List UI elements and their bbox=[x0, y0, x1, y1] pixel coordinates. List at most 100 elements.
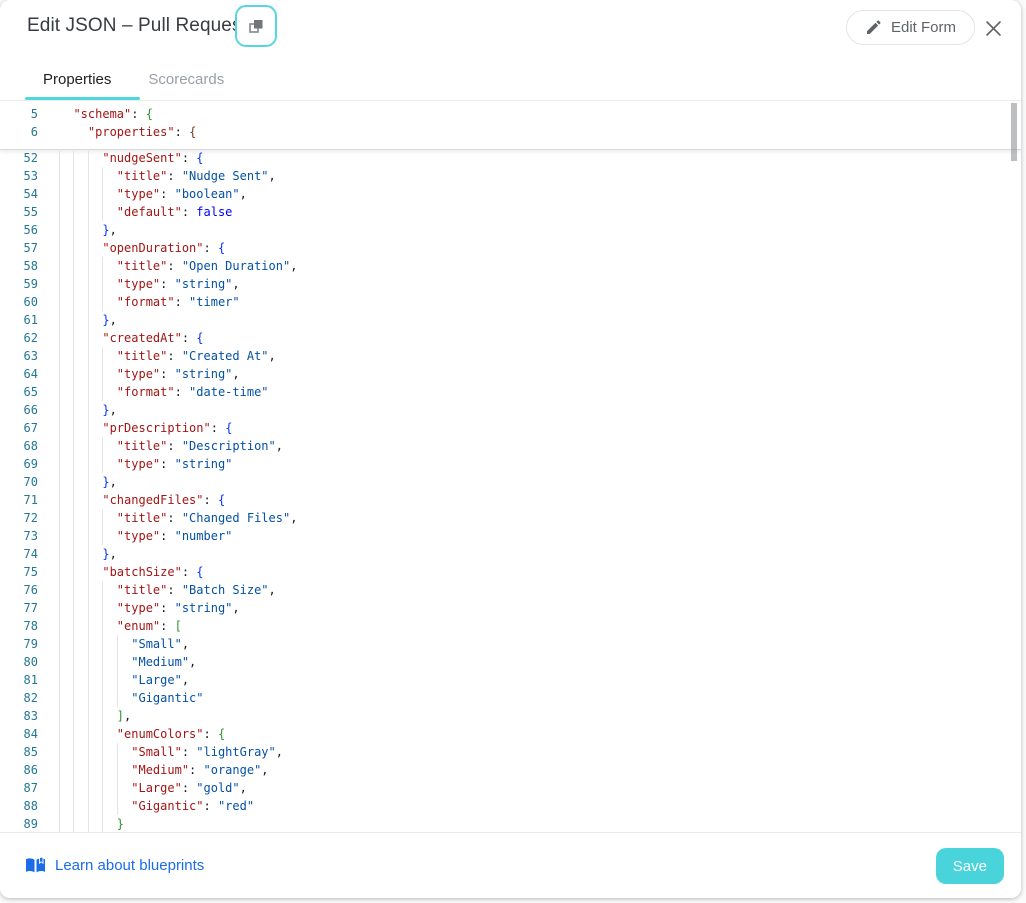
code-line[interactable]: 85 "Small": "lightGray", bbox=[0, 743, 1021, 761]
line-number[interactable]: 80 bbox=[23, 655, 38, 669]
code-text: "openDuration": { bbox=[59, 239, 225, 257]
line-number[interactable]: 72 bbox=[23, 511, 38, 525]
indent-guide bbox=[73, 329, 75, 347]
line-number[interactable]: 83 bbox=[23, 709, 38, 723]
indent-guide bbox=[59, 383, 60, 401]
line-number[interactable]: 75 bbox=[23, 565, 38, 579]
line-number[interactable]: 52 bbox=[23, 151, 38, 165]
code-line[interactable]: 82 "Gigantic" bbox=[0, 689, 1021, 707]
line-number[interactable]: 74 bbox=[23, 547, 38, 561]
line-number[interactable]: 63 bbox=[23, 349, 38, 363]
code-line[interactable]: 55 "default": false bbox=[0, 203, 1021, 221]
line-number[interactable]: 66 bbox=[23, 403, 38, 417]
code-line[interactable]: 75 "batchSize": { bbox=[0, 563, 1021, 581]
code-line[interactable]: 88 "Gigantic": "red" bbox=[0, 797, 1021, 815]
line-number[interactable]: 73 bbox=[23, 529, 38, 543]
indent-guide bbox=[87, 491, 89, 509]
code-line[interactable]: 62 "createdAt": { bbox=[0, 329, 1021, 347]
code-line[interactable]: 60 "format": "timer" bbox=[0, 293, 1021, 311]
code-line[interactable]: 59 "type": "string", bbox=[0, 275, 1021, 293]
code-line[interactable]: 67 "prDescription": { bbox=[0, 419, 1021, 437]
edit-form-button[interactable]: Edit Form bbox=[845, 10, 975, 45]
line-number[interactable]: 76 bbox=[23, 583, 38, 597]
code-line[interactable]: 86 "Medium": "orange", bbox=[0, 761, 1021, 779]
line-number[interactable]: 6 bbox=[30, 125, 38, 139]
code-line[interactable]: 80 "Medium", bbox=[0, 653, 1021, 671]
line-number[interactable]: 71 bbox=[23, 493, 38, 507]
code-line[interactable]: 79 "Small", bbox=[0, 635, 1021, 653]
line-number[interactable]: 53 bbox=[23, 169, 38, 183]
line-number[interactable]: 81 bbox=[23, 673, 38, 687]
line-number[interactable]: 65 bbox=[23, 385, 38, 399]
line-number[interactable]: 69 bbox=[23, 457, 38, 471]
code-line[interactable]: 73 "type": "number" bbox=[0, 527, 1021, 545]
code-line[interactable]: 66 }, bbox=[0, 401, 1021, 419]
json-editor[interactable]: 5 "schema": {6 "properties": { 52 "nudge… bbox=[0, 100, 1021, 833]
code-line[interactable]: 5 "schema": { bbox=[0, 105, 1021, 123]
line-number[interactable]: 70 bbox=[23, 475, 38, 489]
line-number[interactable]: 64 bbox=[23, 367, 38, 381]
code-line[interactable]: 81 "Large", bbox=[0, 671, 1021, 689]
line-number[interactable]: 59 bbox=[23, 277, 38, 291]
code-line[interactable]: 57 "openDuration": { bbox=[0, 239, 1021, 257]
code-line[interactable]: 69 "type": "string" bbox=[0, 455, 1021, 473]
code-line[interactable]: 65 "format": "date-time" bbox=[0, 383, 1021, 401]
code-line[interactable]: 61 }, bbox=[0, 311, 1021, 329]
code-line[interactable]: 64 "type": "string", bbox=[0, 365, 1021, 383]
line-number[interactable]: 89 bbox=[23, 817, 38, 831]
line-number[interactable]: 87 bbox=[23, 781, 38, 795]
code-line[interactable]: 6 "properties": { bbox=[0, 123, 1021, 141]
indent-guide bbox=[102, 275, 104, 293]
code-line[interactable]: 83 ], bbox=[0, 707, 1021, 725]
line-number[interactable]: 79 bbox=[23, 637, 38, 651]
indent-guide bbox=[59, 401, 60, 419]
code-line[interactable]: 56 }, bbox=[0, 221, 1021, 239]
indent-guide bbox=[73, 581, 75, 599]
line-number[interactable]: 77 bbox=[23, 601, 38, 615]
code-line[interactable]: 53 "title": "Nudge Sent", bbox=[0, 167, 1021, 185]
line-number[interactable]: 55 bbox=[23, 205, 38, 219]
line-number[interactable]: 58 bbox=[23, 259, 38, 273]
code-line[interactable]: 71 "changedFiles": { bbox=[0, 491, 1021, 509]
indent-guide bbox=[116, 761, 118, 779]
close-button[interactable] bbox=[981, 16, 1005, 40]
code-line[interactable]: 70 }, bbox=[0, 473, 1021, 491]
code-line[interactable]: 77 "type": "string", bbox=[0, 599, 1021, 617]
code-line[interactable]: 84 "enumColors": { bbox=[0, 725, 1021, 743]
code-line[interactable]: 89 } bbox=[0, 815, 1021, 833]
save-button[interactable]: Save bbox=[935, 848, 1004, 884]
code-line[interactable]: 76 "title": "Batch Size", bbox=[0, 581, 1021, 599]
code-line[interactable]: 52 "nudgeSent": { bbox=[0, 149, 1021, 167]
indent-guide bbox=[102, 203, 104, 221]
line-number[interactable]: 84 bbox=[23, 727, 38, 741]
line-number[interactable]: 56 bbox=[23, 223, 38, 237]
line-number[interactable]: 85 bbox=[23, 745, 38, 759]
line-number[interactable]: 54 bbox=[23, 187, 38, 201]
line-number[interactable]: 88 bbox=[23, 799, 38, 813]
line-number[interactable]: 67 bbox=[23, 421, 38, 435]
copy-button[interactable] bbox=[235, 5, 277, 47]
code-line[interactable]: 72 "title": "Changed Files", bbox=[0, 509, 1021, 527]
learn-blueprints-link[interactable]: Learn about blueprints bbox=[25, 833, 204, 898]
line-number[interactable]: 5 bbox=[30, 107, 38, 121]
editor-scrollbar[interactable] bbox=[1011, 103, 1017, 161]
code-line[interactable]: 68 "title": "Description", bbox=[0, 437, 1021, 455]
line-number[interactable]: 78 bbox=[23, 619, 38, 633]
line-number[interactable]: 57 bbox=[23, 241, 38, 255]
code-line[interactable]: 63 "title": "Created At", bbox=[0, 347, 1021, 365]
line-number[interactable]: 61 bbox=[23, 313, 38, 327]
line-number[interactable]: 60 bbox=[23, 295, 38, 309]
indent-guide bbox=[59, 437, 60, 455]
line-number[interactable]: 68 bbox=[23, 439, 38, 453]
line-number[interactable]: 62 bbox=[23, 331, 38, 345]
code-line[interactable]: 54 "type": "boolean", bbox=[0, 185, 1021, 203]
tab-properties[interactable]: Properties bbox=[43, 71, 112, 88]
tab-scorecards[interactable]: Scorecards bbox=[148, 71, 225, 88]
code-line[interactable]: 78 "enum": [ bbox=[0, 617, 1021, 635]
line-number[interactable]: 82 bbox=[23, 691, 38, 705]
code-line[interactable]: 58 "title": "Open Duration", bbox=[0, 257, 1021, 275]
code-line[interactable]: 87 "Large": "gold", bbox=[0, 779, 1021, 797]
line-number[interactable]: 86 bbox=[23, 763, 38, 777]
code-line[interactable]: 74 }, bbox=[0, 545, 1021, 563]
